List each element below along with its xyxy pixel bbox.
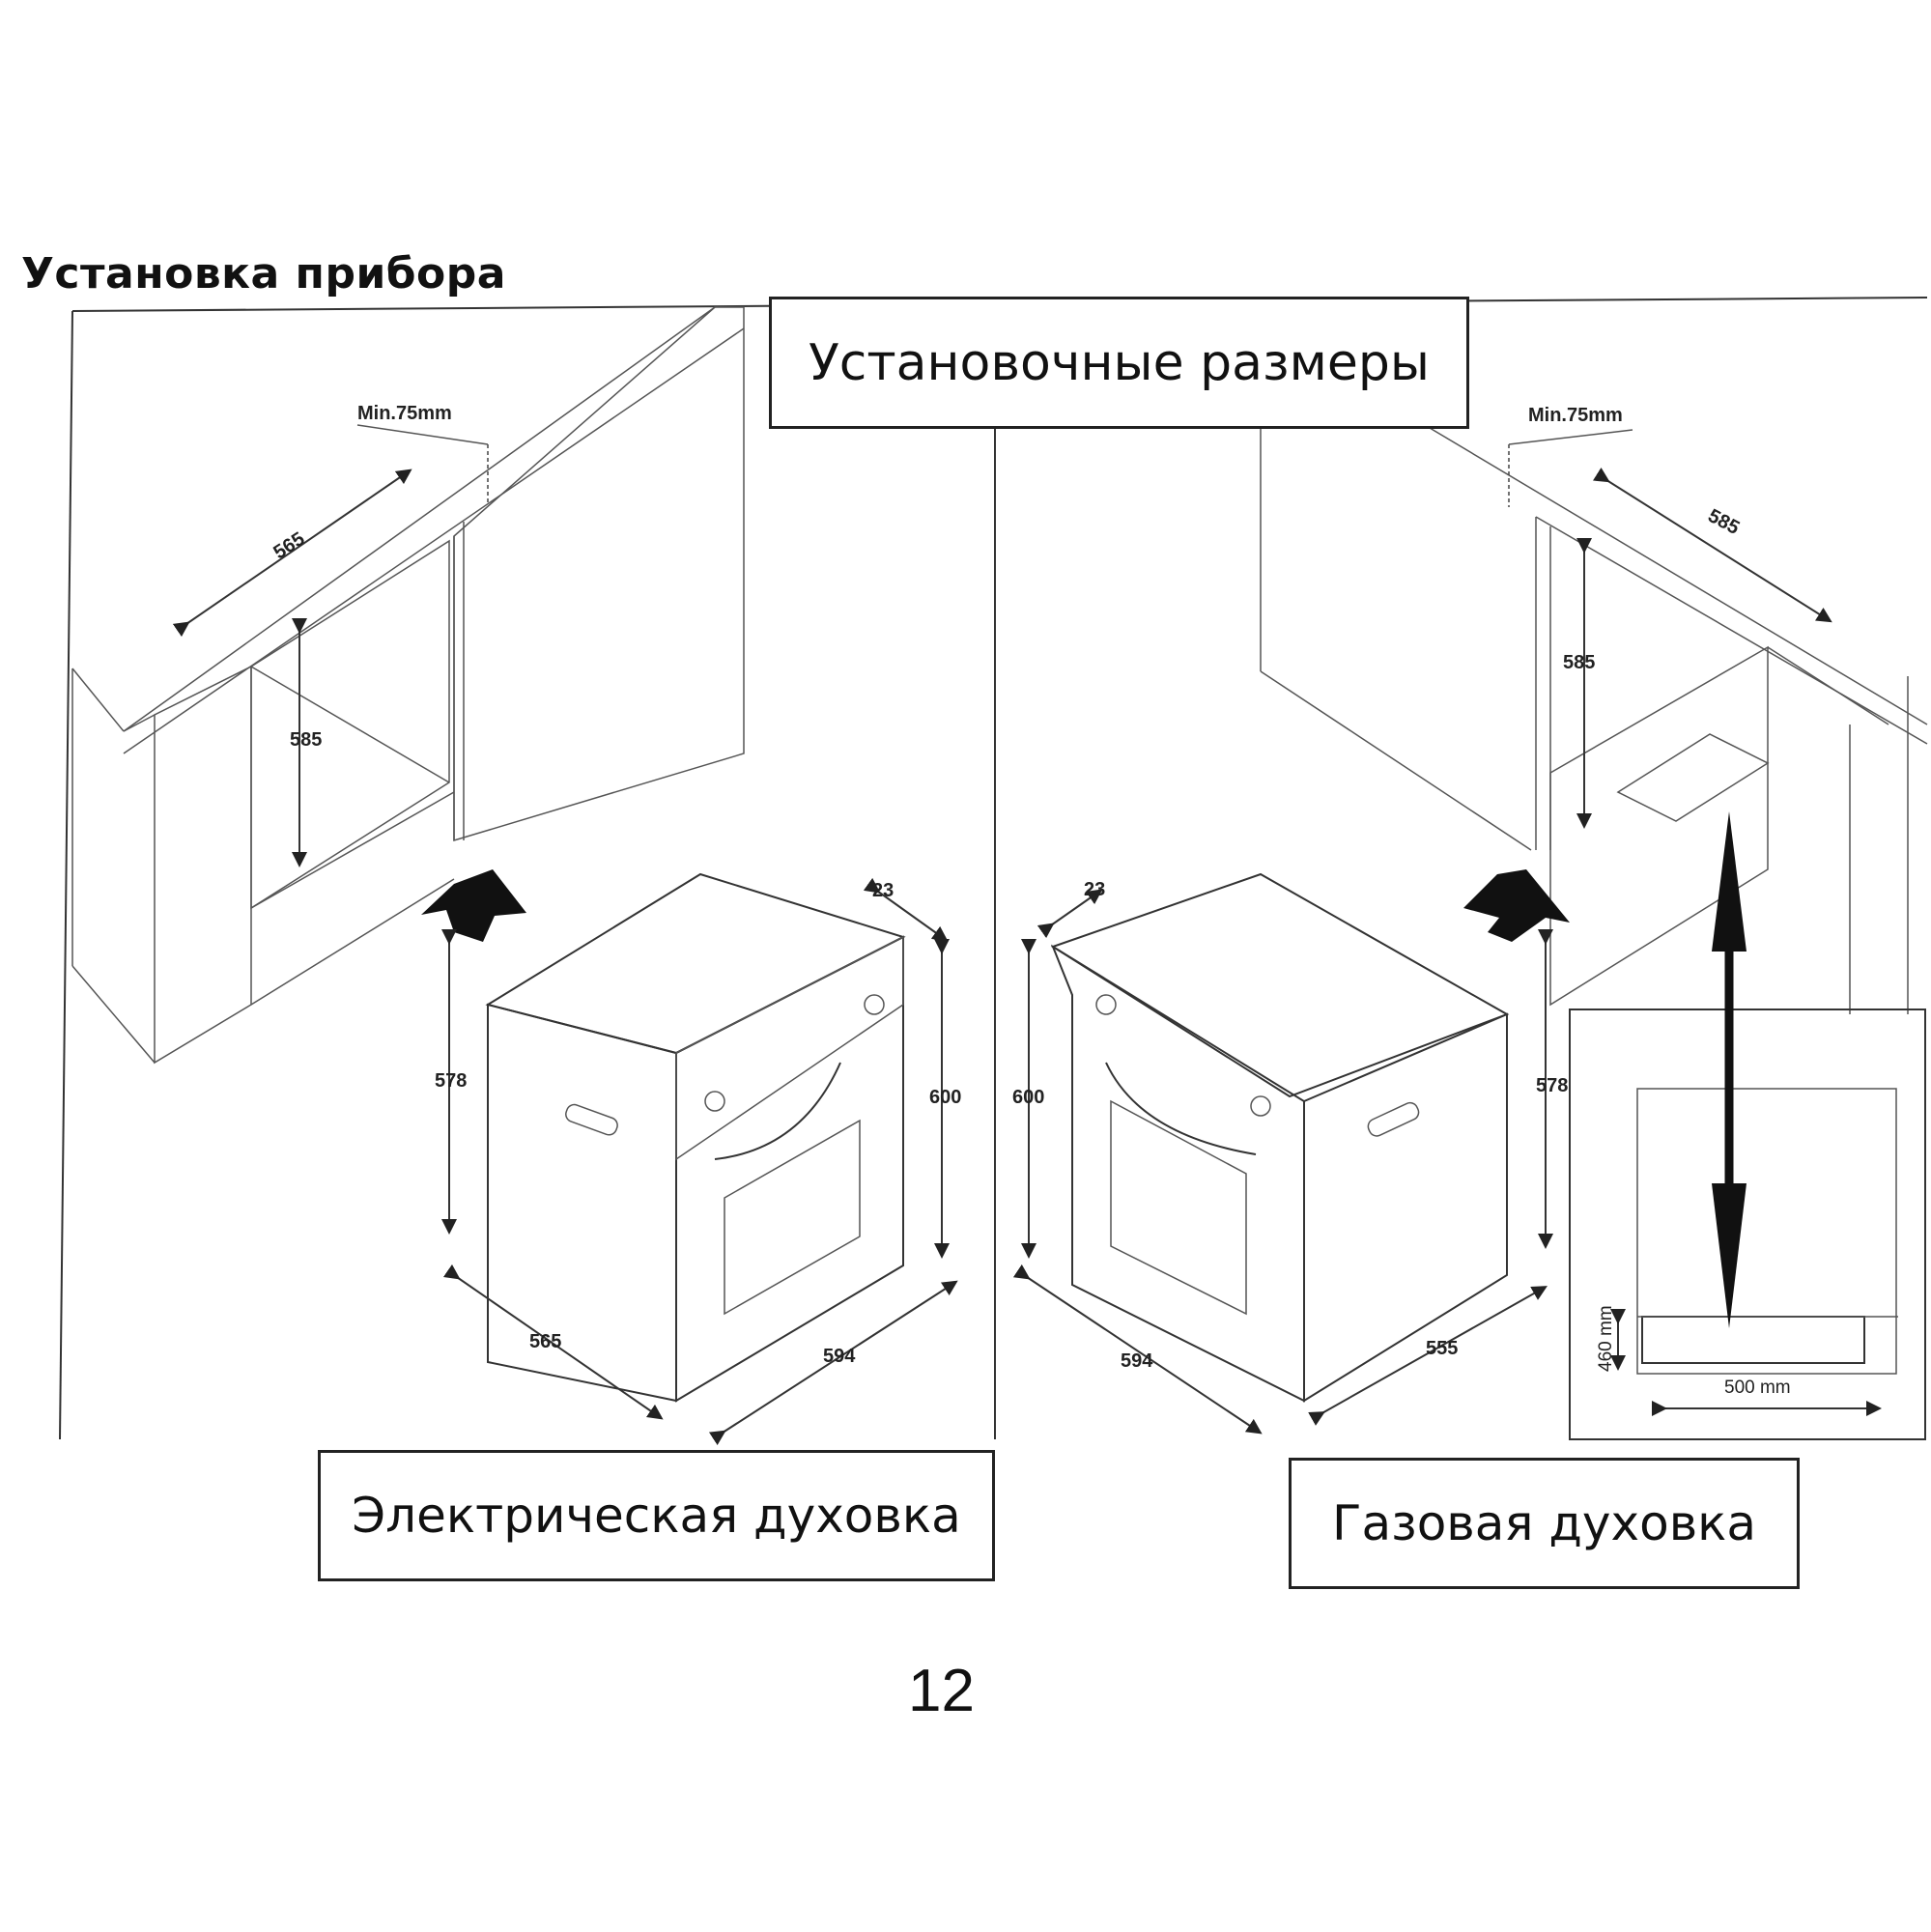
frame-left-line: [59, 310, 73, 1440]
gas-min-gap-label: Min.75mm: [1528, 405, 1623, 426]
electric-oven-front-height-label: 600: [929, 1087, 961, 1108]
vent-width-label: 500 mm: [1724, 1378, 1791, 1398]
electric-oven-offset-label: 23: [872, 880, 894, 901]
electric-niche-height-label: 585: [290, 729, 322, 751]
vent-height-label: 460 mm: [1596, 1305, 1616, 1372]
electric-oven: [441, 872, 958, 1446]
section-title: Установка прибора: [21, 249, 506, 298]
page-number: 12: [908, 1658, 975, 1724]
gas-oven-offset-label: 23: [1084, 879, 1105, 900]
gas-niche-depth-label: 585: [1704, 505, 1743, 539]
electric-niche: [71, 306, 745, 1065]
electric-oven-width-label: 594: [823, 1346, 856, 1367]
airflow-arrow-icon: [1712, 811, 1746, 1328]
electric-oven-depth-label: 565: [529, 1331, 561, 1352]
gas-niche-height-label: 585: [1563, 652, 1595, 673]
electric-niche-depth-label: 565: [270, 528, 308, 564]
insert-arrow-icon: [421, 869, 526, 942]
gas-oven-front-height-label: 600: [1012, 1087, 1044, 1108]
gas-oven-width-label: 594: [1121, 1350, 1153, 1372]
electric-oven-label: Электрическая духовка: [318, 1450, 995, 1581]
gas-oven-label: Газовая духовка: [1289, 1458, 1800, 1589]
main-title-box: Установочные размеры: [769, 297, 1469, 429]
gas-oven-height-label: 578: [1536, 1075, 1568, 1096]
gas-oven: [1012, 872, 1553, 1435]
insert-arrow-icon: [1463, 869, 1570, 942]
electric-min-gap-label: Min.75mm: [357, 403, 452, 424]
gas-oven-depth-label: 555: [1426, 1338, 1458, 1359]
vent-inset: [1569, 1009, 1926, 1440]
electric-oven-height-label: 578: [435, 1070, 467, 1092]
gas-niche: [1260, 424, 1928, 1014]
